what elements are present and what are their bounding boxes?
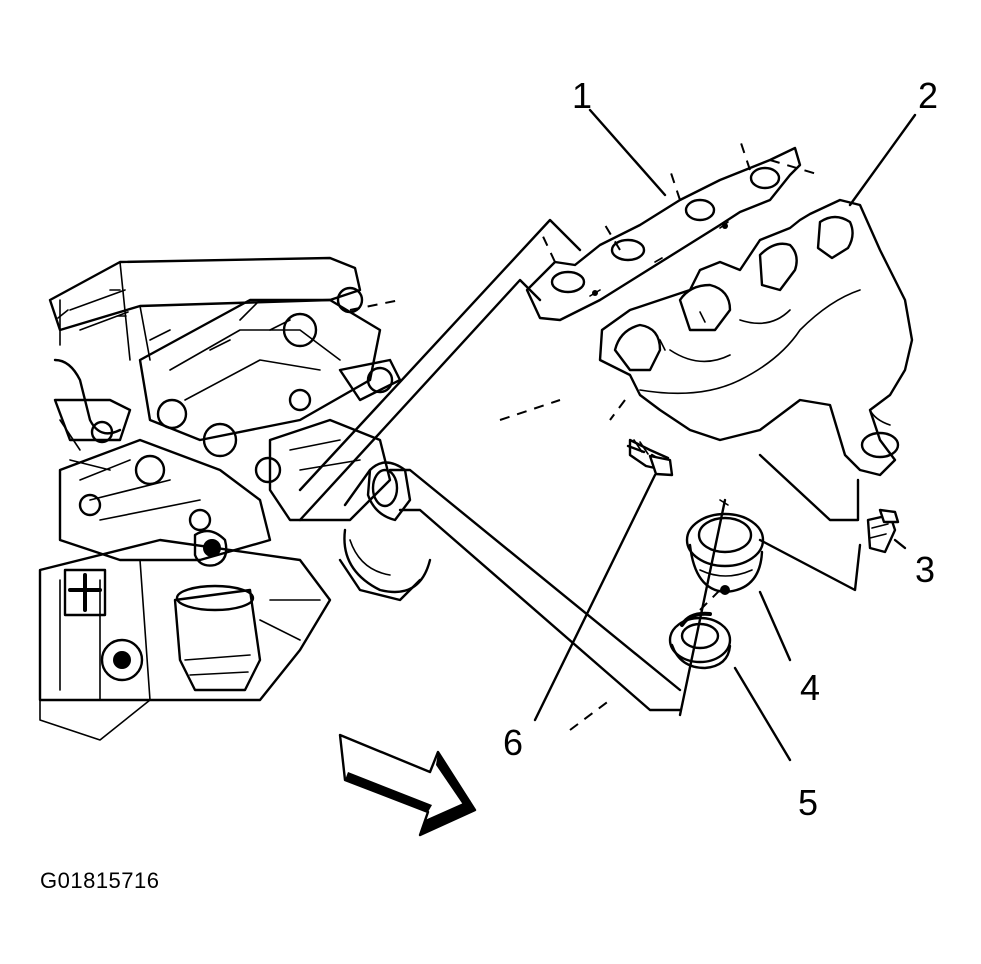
leader-4 xyxy=(758,590,792,662)
pipe-flange xyxy=(685,512,765,595)
leader-1 xyxy=(588,108,667,197)
stud-3 xyxy=(866,508,900,554)
callout-2: 2 xyxy=(918,75,938,116)
front-direction-arrow-icon xyxy=(338,733,477,837)
leader-3 xyxy=(893,538,907,550)
leader-lines xyxy=(298,108,917,762)
leader-5 xyxy=(733,666,792,762)
leader-6 xyxy=(533,473,657,722)
callout-4: 4 xyxy=(800,667,820,708)
exhaust-manifold-gasket xyxy=(525,146,802,322)
callout-6: 6 xyxy=(503,722,523,763)
leader-flange-seal xyxy=(678,498,727,717)
exhaust-downpipe xyxy=(338,461,432,602)
alignment-lines xyxy=(349,139,821,731)
engine-block xyxy=(38,256,402,741)
bolt-6 xyxy=(626,438,674,477)
callout-3: 3 xyxy=(915,549,935,590)
callout-1: 1 xyxy=(572,75,592,116)
callout-5: 5 xyxy=(798,782,818,823)
figure-id-label: G01815716 xyxy=(40,868,160,893)
leader-2 xyxy=(848,113,917,207)
exhaust-manifold xyxy=(598,198,914,477)
